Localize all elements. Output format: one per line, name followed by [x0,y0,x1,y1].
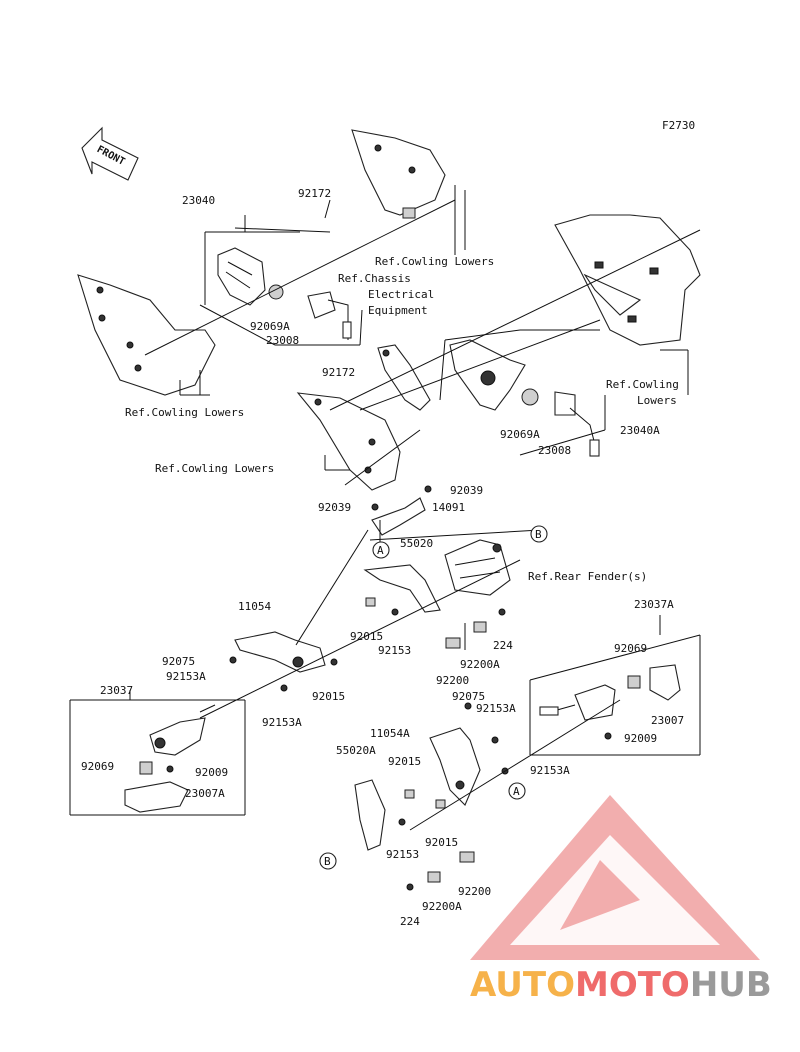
watermark-word-moto: MOTO [575,965,690,1005]
label-23037: 23037 [100,684,133,697]
label-92069A-mid: 92069A [500,428,540,441]
license-plate-bracket-55020 [363,539,511,613]
callout-b-top-label: B [535,528,542,541]
label-92172-top: 92172 [298,187,331,200]
label-92200-b: 92200 [458,885,491,898]
label-92200A-a: 92200A [460,658,500,671]
label-92153A-right: 92153A [530,764,570,777]
callout-a-bottom: A [508,782,526,800]
leader-lines [69,185,701,831]
watermark-word-auto: AUTO [470,965,575,1005]
callout-a-top-label: A [377,544,384,557]
label-23008-mid: 23008 [538,444,571,457]
label-55020: 55020 [400,537,433,550]
part-labels: 23040 92172 Ref.Cowling Lowers Ref.Chass… [81,187,684,928]
socket-23008-top [307,291,352,340]
label-23007: 23007 [651,714,684,727]
label-55020A: 55020A [336,744,376,757]
label-92200A-b: 92200A [422,900,462,913]
label-11054A: 11054A [370,727,410,740]
cowling-lower-center-panel [351,129,446,219]
bracket-chassis-electrical [377,344,431,411]
label-ref-cowling-top: Ref.Cowling Lowers [375,255,494,268]
label-23007A: 23007A [185,787,225,800]
label-92015-a: 92015 [350,630,383,643]
label-92069-left: 92069 [81,760,114,773]
label-224-a: 224 [493,639,513,652]
label-92039-left: 92039 [318,501,351,514]
label-92153A-b: 92153A [262,716,302,729]
label-ref-cowling-mid: Ref.Cowling Lowers [155,462,274,475]
label-92153A-mid: 92153A [476,702,516,715]
label-ref-chassis-1: Ref.Chassis [338,272,411,285]
cowling-lower-left-panel [77,274,216,396]
cowling-lower-right-panel [554,214,701,346]
label-11054: 11054 [238,600,271,613]
callout-a-top: A [372,541,390,559]
label-23040: 23040 [182,194,215,207]
label-92015-d: 92015 [425,836,458,849]
label-ref-chassis-2: Electrical [368,288,434,301]
signal-stay-11054A [429,727,481,806]
fasteners [229,597,509,891]
label-ref-chassis-3: Equipment [368,304,428,317]
watermark-logo [470,795,760,960]
label-ref-cowling-right-1: Ref.Cowling [606,378,679,391]
label-92009-right: 92009 [624,732,657,745]
label-23008-top: 23008 [266,334,299,347]
turn-signal-bracket-left [217,247,284,306]
turn-signal-bracket-right [449,339,539,411]
callout-b-bottom: B [319,852,337,870]
callout-b-bottom-label: B [324,855,331,868]
watermark-word-hub: HUB [690,965,772,1005]
label-14091: 14091 [432,501,465,514]
label-92153-b: 92153 [386,848,419,861]
label-92200-a: 92200 [436,674,469,687]
label-23040A: 23040A [620,424,660,437]
turn-signal-rear-right [539,664,681,740]
socket-23008-mid [554,391,600,457]
bracket-14091 [371,485,432,536]
label-92009-left: 92009 [195,766,228,779]
label-ref-cowling-right-2: Lowers [637,394,677,407]
label-ref-cowling-left: Ref.Cowling Lowers [125,406,244,419]
cowling-lower-mid-panel [296,392,401,491]
label-92069A-top: 92069A [250,320,290,333]
label-92015-c: 92015 [388,755,421,768]
bracket-55020A [354,779,386,851]
watermark-text: AUTOMOTOHUB [470,965,772,1005]
figure-id: F2730 [662,119,695,132]
turn-signal-rear-left [124,704,216,813]
label-92153A-left: 92153A [166,670,206,683]
callout-b-top: B [530,525,548,543]
label-92039-right: 92039 [450,484,483,497]
label-92075-mid: 92075 [452,690,485,703]
label-92075-left: 92075 [162,655,195,668]
label-92172-mid: 92172 [322,366,355,379]
front-direction-arrow: FRONT [81,126,139,181]
label-92015-b: 92015 [312,690,345,703]
label-92069-right: 92069 [614,642,647,655]
signal-stay-11054 [234,631,326,673]
label-ref-rear-fender: Ref.Rear Fender(s) [528,570,647,583]
callout-a-bottom-label: A [513,785,520,798]
label-224-b: 224 [400,915,420,928]
label-92153-a: 92153 [378,644,411,657]
label-23037A: 23037A [634,598,674,611]
svg-text:AUTOMOTOHUB: AUTOMOTOHUB [470,965,772,1005]
